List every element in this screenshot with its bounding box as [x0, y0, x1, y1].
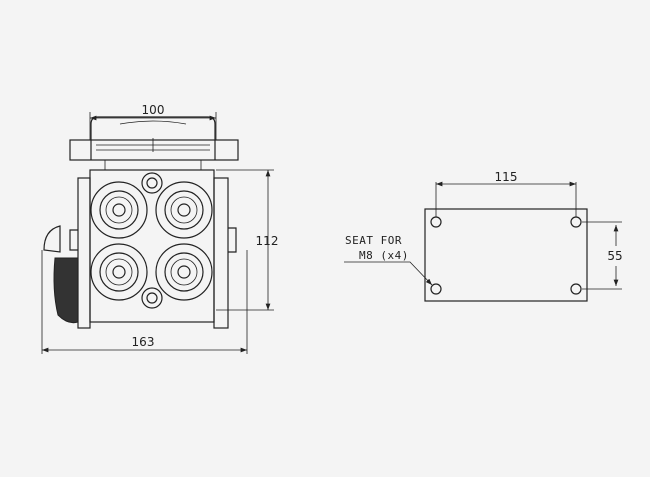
dimension-height: 112	[216, 169, 279, 311]
socket-outlets	[90, 181, 213, 301]
svg-text:115: 115	[495, 170, 518, 184]
dimension-top-width: 100	[89, 103, 217, 140]
mounting-hole	[570, 283, 582, 295]
outlet	[155, 243, 213, 301]
outlet	[155, 181, 213, 239]
outlet	[90, 243, 148, 301]
plug-grip	[53, 257, 79, 324]
mounting-hole	[570, 216, 582, 228]
screw-bottom	[141, 287, 163, 309]
svg-text:M8 (x4): M8 (x4)	[359, 249, 409, 262]
mounting-hole	[430, 216, 442, 228]
svg-text:100: 100	[142, 103, 165, 117]
svg-text:112: 112	[256, 234, 279, 248]
cable-glands	[69, 227, 237, 253]
svg-text:SEAT FOR: SEAT FOR	[345, 234, 402, 247]
plate-outline	[424, 208, 588, 302]
mounting-hole	[430, 283, 442, 295]
socket-body	[89, 169, 215, 323]
socket-front-view	[43, 116, 239, 329]
right-rail	[213, 177, 229, 329]
left-rail	[77, 177, 91, 329]
dimension-hole-horizontal: 115	[435, 170, 577, 217]
plug-cap	[43, 225, 61, 253]
outlet	[90, 181, 148, 239]
leader-line	[344, 261, 433, 286]
dimension-hole-vertical: 55	[582, 221, 623, 290]
svg-text:55: 55	[607, 249, 622, 263]
mounting-bracket	[69, 139, 239, 161]
seat-note: SEAT FOR M8 (x4)	[344, 234, 433, 286]
mounting-plate	[424, 208, 588, 302]
dimension-total-width: 163	[41, 250, 248, 354]
screw-top	[141, 172, 163, 194]
svg-text:163: 163	[132, 335, 155, 349]
